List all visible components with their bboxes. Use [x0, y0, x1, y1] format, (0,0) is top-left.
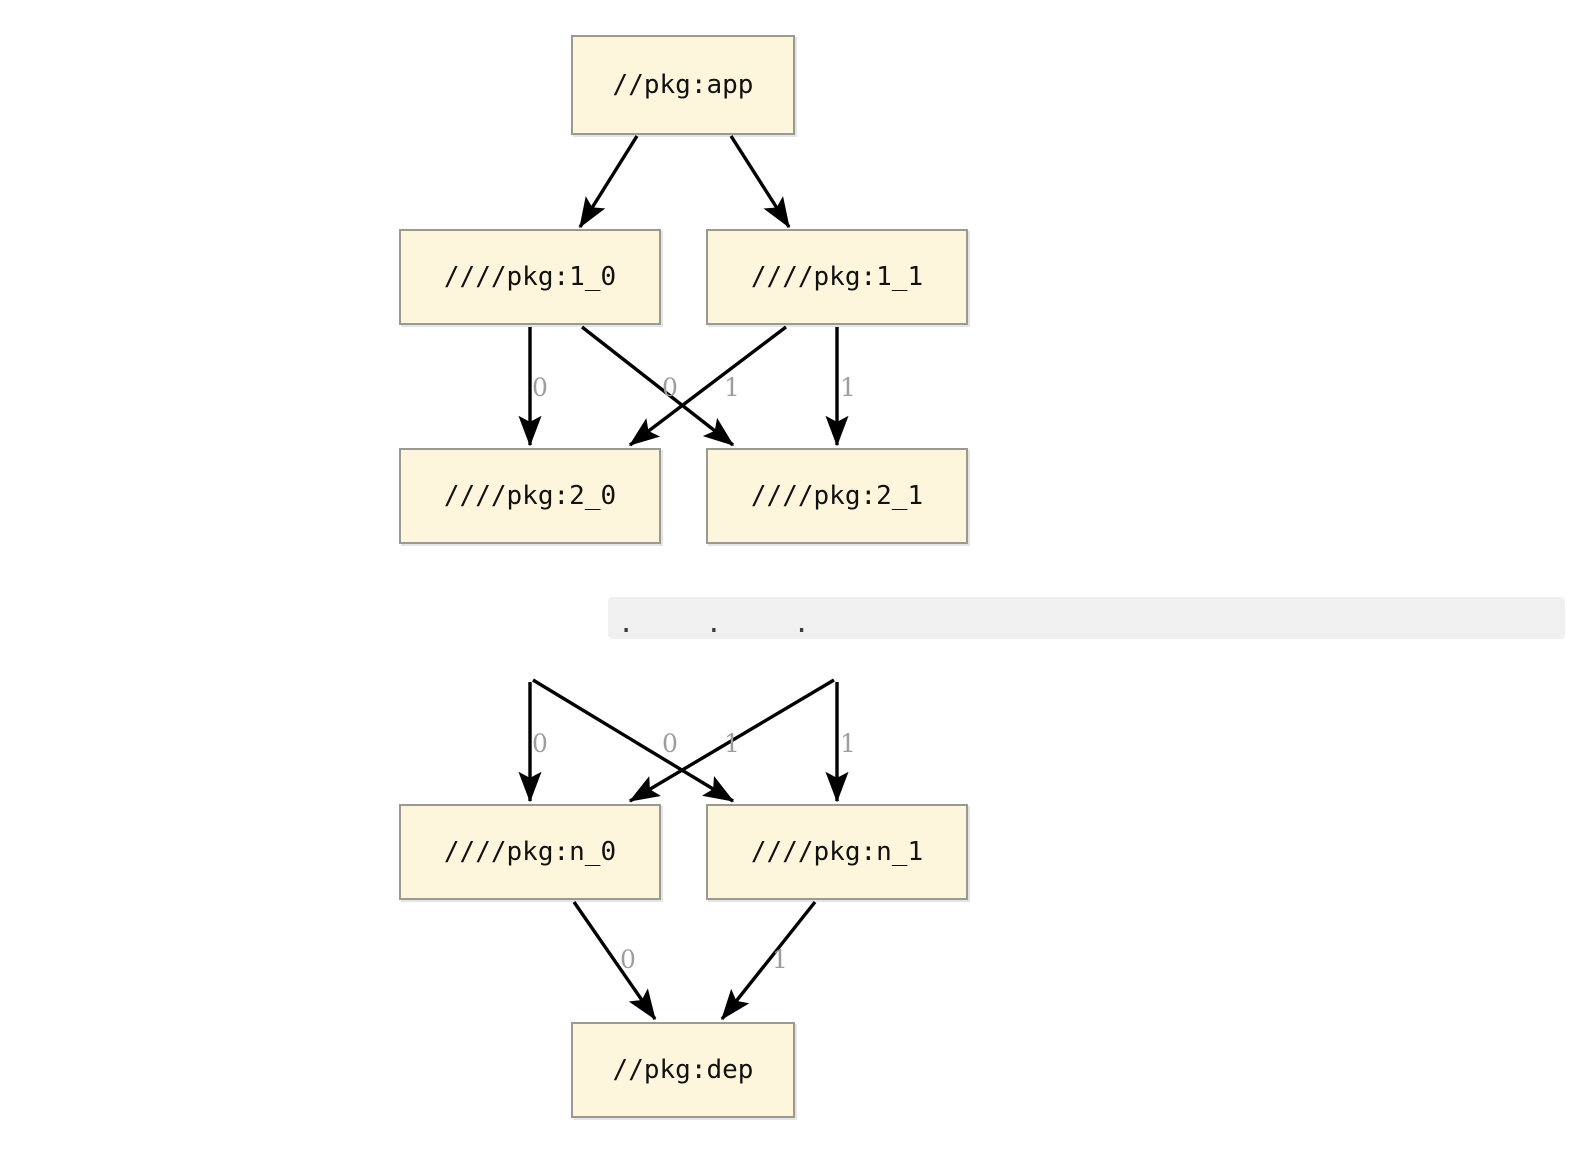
graph-node-dep[interactable]: //pkg:dep [571, 1022, 795, 1118]
edge-label: 1 [724, 729, 740, 758]
graph-node-nn_0[interactable]: ////pkg:n_0 [399, 804, 661, 900]
graph-node-label: ////pkg:2_1 [750, 481, 924, 511]
graph-node-n2_0[interactable]: ////pkg:2_0 [399, 448, 661, 544]
edge-label: 0 [662, 373, 678, 402]
ellipsis-dots: . . . [618, 608, 823, 639]
edge-label: 0 [620, 945, 636, 974]
graph-node-label: //pkg:app [612, 70, 754, 100]
edge-label: 1 [840, 729, 856, 758]
edges-group [518, 135, 849, 1021]
graph-edge-to-nn_1 [532, 678, 735, 803]
ellipsis-separator-band: . . . [608, 597, 1565, 639]
graph-edge-app-to-n1_0 [578, 135, 639, 229]
edge-label: 1 [840, 373, 856, 402]
graph-node-n1_0[interactable]: ////pkg:1_0 [399, 229, 661, 325]
graph-edge-n1_1-to-n2_0 [628, 325, 788, 447]
graph-edge-nn_0-to-dep [572, 901, 657, 1021]
graph-edge-to-nn_0 [628, 678, 835, 803]
graph-node-n2_1[interactable]: ////pkg:2_1 [706, 448, 968, 544]
graph-node-label: ////pkg:2_0 [443, 481, 617, 511]
graph-node-app[interactable]: //pkg:app [571, 35, 795, 135]
graph-edge-app-to-n1_1 [729, 135, 791, 229]
graph-node-nn_1[interactable]: ////pkg:n_1 [706, 804, 968, 900]
graph-edge-n1_0-to-n2_1 [580, 325, 735, 447]
graph-node-label: ////pkg:1_0 [443, 262, 617, 292]
graph-node-n1_1[interactable]: ////pkg:1_1 [706, 229, 968, 325]
graph-node-label: ////pkg:n_0 [443, 837, 617, 867]
edge-label: 0 [532, 373, 548, 402]
edge-label: 0 [532, 729, 548, 758]
edge-label: 1 [724, 373, 740, 402]
graph-node-label: //pkg:dep [612, 1055, 754, 1085]
graph-edge-nn_1-to-dep [720, 900, 817, 1021]
edge-label: 1 [772, 945, 788, 974]
graph-node-label: ////pkg:1_1 [750, 262, 924, 292]
graph-node-label: ////pkg:n_1 [750, 837, 924, 867]
edge-label: 0 [662, 729, 678, 758]
